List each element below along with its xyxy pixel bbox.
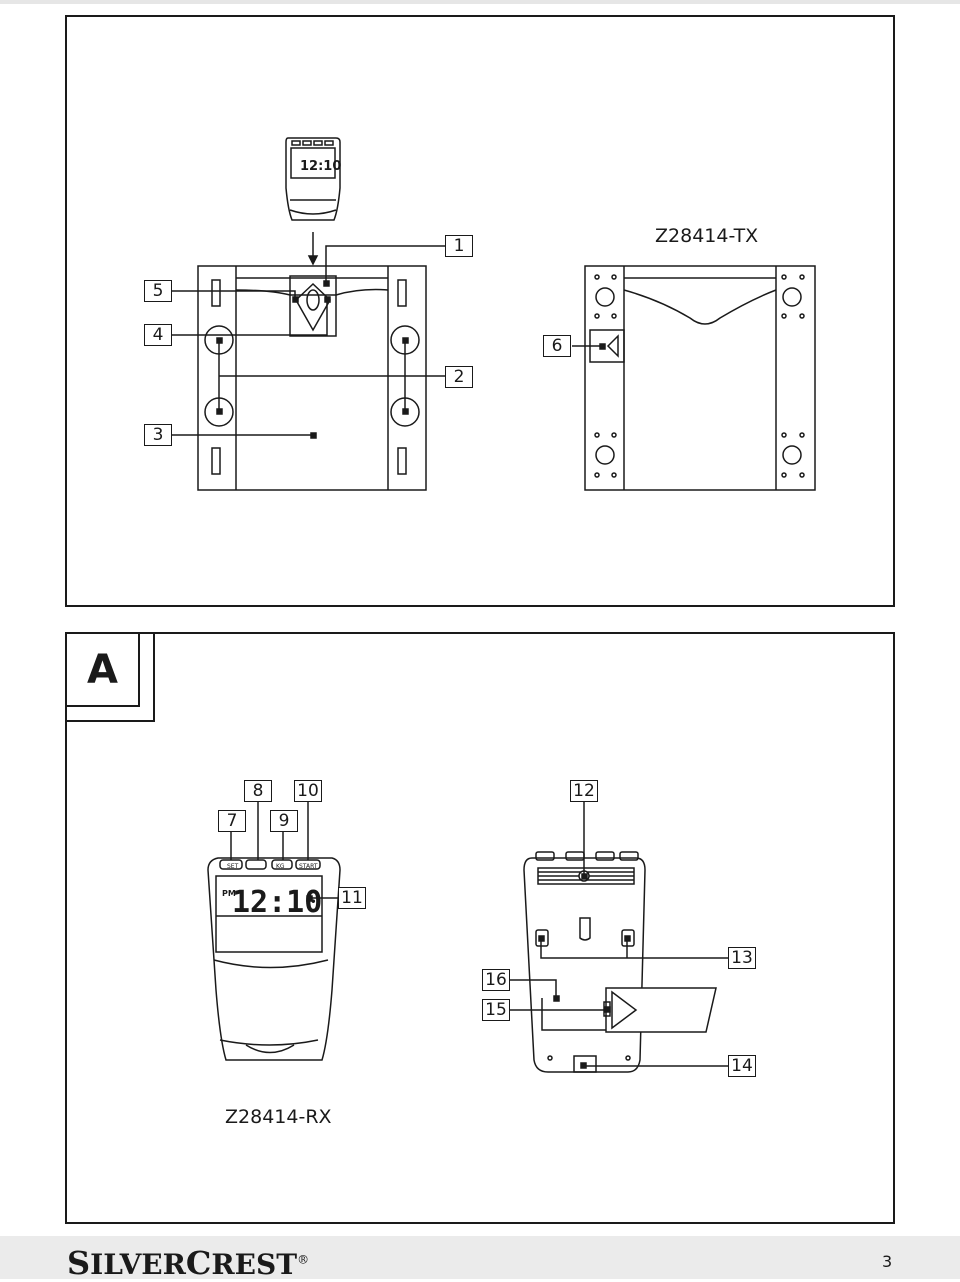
button-set-label: SET <box>227 863 239 870</box>
callout-12: 12 <box>570 780 598 802</box>
scale-rear-drawing <box>572 265 816 491</box>
model-label-rx: Z28414-RX <box>225 1106 332 1128</box>
button-kg-label: KG <box>276 863 285 870</box>
receiver-front-drawing: PM 12:10 SET KG START <box>207 802 341 1061</box>
model-label-tx: Z28414-TX <box>655 225 759 247</box>
brand-rest: REST <box>211 1248 298 1281</box>
page-number: 3 <box>882 1252 893 1271</box>
callout-7: 7 <box>218 810 246 832</box>
page-footer <box>0 1236 960 1279</box>
receiver-rear-drawing <box>510 802 728 1073</box>
callout-1: 1 <box>445 235 473 257</box>
tab-border-v <box>153 632 155 722</box>
section-tab-label: A <box>65 632 140 707</box>
registered-mark: ® <box>297 1252 310 1267</box>
brand-logo: SILVERCREST® <box>67 1244 309 1282</box>
callout-13: 13 <box>728 947 756 969</box>
callout-3: 3 <box>144 424 172 446</box>
brand-ilver: ILVER <box>90 1248 186 1281</box>
receiver-display-time: 12:10 <box>232 885 322 920</box>
top-strip <box>0 0 960 4</box>
brand-s: S <box>67 1244 91 1282</box>
callout-10: 10 <box>294 780 322 802</box>
tab-mask <box>67 705 153 720</box>
callout-2: 2 <box>445 366 473 388</box>
figure-frame-top <box>65 15 895 607</box>
callout-11: 11 <box>338 887 366 909</box>
callout-4: 4 <box>144 324 172 346</box>
callout-14: 14 <box>728 1055 756 1077</box>
callout-5: 5 <box>144 280 172 302</box>
mini-display-time: 12:10 <box>300 159 341 174</box>
callout-16: 16 <box>482 969 510 991</box>
receiver-display-indicator: PM <box>222 889 236 898</box>
figure-frame-bottom <box>65 632 895 1224</box>
tab-border-h <box>65 720 155 722</box>
callout-15: 15 <box>482 999 510 1021</box>
scale-front-drawing: 12:10 <box>170 137 445 491</box>
tab-mask-2 <box>138 634 153 720</box>
brand-c: C <box>185 1244 212 1282</box>
callout-9: 9 <box>270 810 298 832</box>
callout-6: 6 <box>543 335 571 357</box>
button-start-label: START <box>299 863 318 870</box>
callout-8: 8 <box>244 780 272 802</box>
